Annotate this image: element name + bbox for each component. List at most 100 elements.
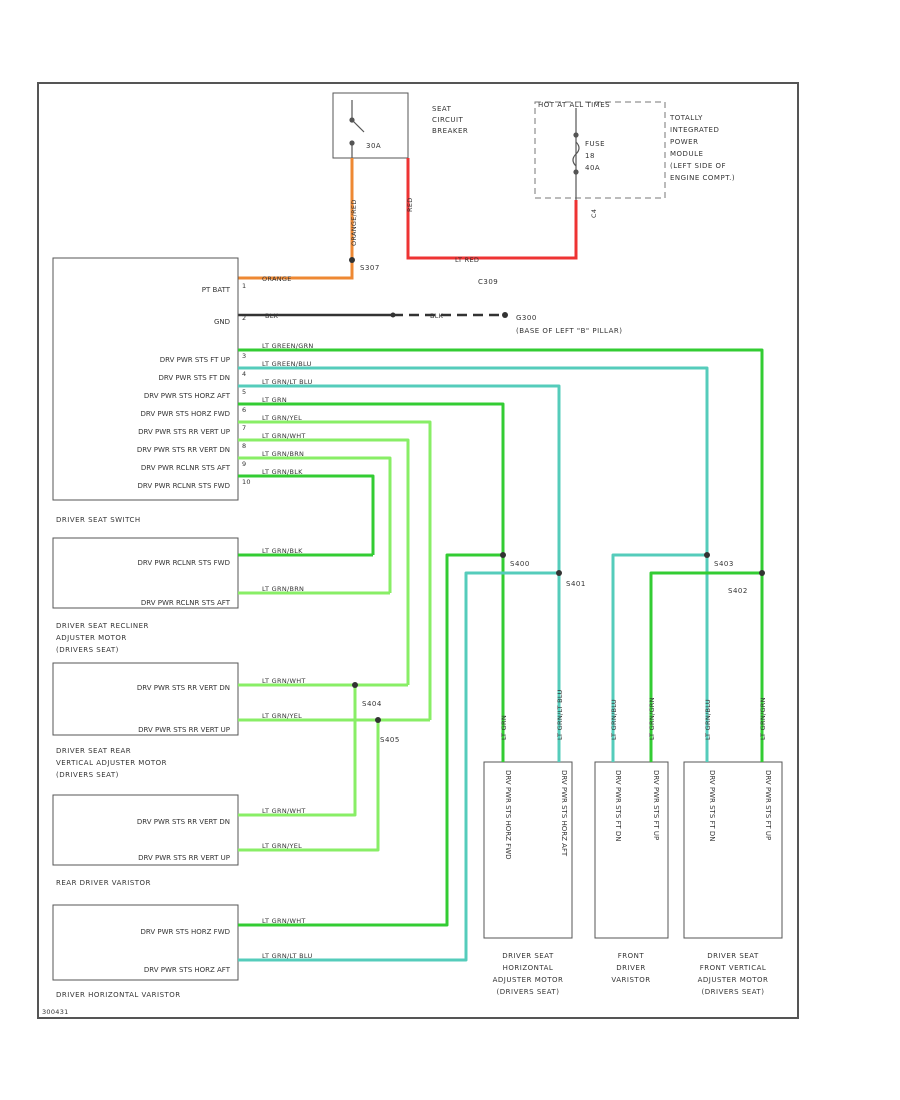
recliner-motor-box — [52, 537, 239, 609]
wire-rear-varistor-up — [238, 720, 380, 852]
svg-text:DRIVER SEAT: DRIVER SEAT — [707, 952, 759, 960]
svg-text:INTEGRATED: INTEGRATED — [670, 126, 719, 134]
svg-text:ADJUSTER MOTOR: ADJUSTER MOTOR — [698, 976, 769, 984]
horizontal-varistor-box — [52, 904, 239, 981]
wire-rear-varistor-dn — [238, 685, 357, 817]
wire-color-label: LT GRN — [500, 715, 508, 740]
switch-pin-label: DRV PWR STS FT DN — [158, 374, 230, 382]
component-pin-label: DRV PWR RCLNR STS AFT — [141, 599, 231, 607]
wire-color-label: LT GRN/WHT — [262, 432, 306, 440]
splice-dot — [759, 570, 765, 576]
svg-text:FUSE: FUSE — [585, 140, 605, 148]
wire-ft-dn — [238, 366, 709, 762]
switch-pin-number: 7 — [242, 424, 246, 432]
switch-pin-label: DRV PWR STS HORZ FWD — [141, 410, 231, 418]
svg-text:ADJUSTER MOTOR: ADJUSTER MOTOR — [56, 634, 127, 642]
svg-text:DRIVER SEAT RECLINER: DRIVER SEAT RECLINER — [56, 622, 149, 630]
wire-color-label: LT GRN/LT BLU — [262, 952, 313, 960]
wire-color-label: LT GRN/WHT — [262, 807, 306, 815]
wire-color-label: LT GRN/BLK — [262, 547, 303, 555]
horizontal-motor-title: DRIVER SEAT HORIZONTAL ADJUSTER MOTOR (D… — [493, 952, 563, 996]
component-pin-label: DRV PWR STS RR VERT DN — [137, 684, 230, 692]
component-pin-label: DRV PWR STS FT DN — [614, 770, 622, 842]
wire-color-label: LT GRN/YEL — [262, 712, 302, 720]
component-pin-label: DRV PWR STS HORZ FWD — [141, 928, 231, 936]
wire-color-label: LT GRN/WHT — [262, 917, 306, 925]
switch-pin-label: DRV PWR STS HORZ AFT — [144, 392, 231, 400]
svg-text:FRONT VERTICAL: FRONT VERTICAL — [700, 964, 767, 972]
rear-vertical-motor-box — [52, 662, 239, 736]
svg-text:18: 18 — [585, 152, 595, 160]
wire-color-label: LT GRN/BRN — [262, 585, 304, 593]
component-pin-label: DRV PWR STS HORZ FWD — [504, 770, 512, 860]
component-pin-label: DRV PWR STS FT DN — [708, 770, 716, 842]
horizontal-motor-box — [483, 761, 573, 939]
circuit-breaker-rating: 30A — [366, 142, 381, 150]
splice-dot — [500, 552, 506, 558]
svg-text:TOTALLY: TOTALLY — [669, 114, 703, 122]
wire-color-label: LT GRN/WHT — [262, 677, 306, 685]
component-pin-label: DRV PWR STS RR VERT UP — [138, 854, 230, 862]
splice-label: S400 — [510, 560, 530, 568]
g300-label: G300 — [516, 314, 537, 322]
wire-front-varistor-dn — [611, 553, 707, 762]
wire-horz-varistor-fwd — [238, 553, 503, 927]
circuit-breaker-box — [332, 92, 409, 159]
svg-text:(DRIVERS SEAT): (DRIVERS SEAT) — [702, 988, 765, 996]
component-pin-label: DRV PWR STS HORZ AFT — [560, 770, 568, 857]
svg-text:POWER: POWER — [670, 138, 698, 146]
switch-pin-label: DRV PWR STS RR VERT UP — [138, 428, 230, 436]
svg-text:DRIVER: DRIVER — [616, 964, 645, 972]
wire-horz-fwd — [238, 402, 505, 762]
wire-ft-up — [238, 348, 764, 762]
svg-text:(LEFT SIDE OF: (LEFT SIDE OF — [670, 162, 726, 170]
rear-varistor-pin-list: DRV PWR STS RR VERT DN DRV PWR STS RR VER… — [137, 818, 230, 862]
switch-pin-number: 3 — [242, 352, 246, 360]
wire-color-label: LT GRN/YEL — [262, 414, 302, 422]
svg-text:SEAT: SEAT — [432, 105, 452, 113]
switch-pin-label: DRV PWR RCLNR STS AFT — [141, 464, 231, 472]
switch-pin-number: 10 — [242, 478, 251, 486]
svg-text:ENGINE COMPT.): ENGINE COMPT.) — [670, 174, 735, 182]
wire-color-label: LT GRN/LT BLU — [556, 689, 564, 740]
front-vertical-motor-title: DRIVER SEAT FRONT VERTICAL ADJUSTER MOTO… — [698, 952, 769, 996]
svg-text:DRIVER SEAT REAR: DRIVER SEAT REAR — [56, 747, 131, 755]
component-pin-label: DRV PWR STS RR VERT DN — [137, 818, 230, 826]
tipm-box — [534, 101, 666, 199]
component-pin-label: DRV PWR STS FT UP — [764, 770, 772, 840]
wire-color-label: LT GRN/YEL — [262, 842, 302, 850]
fuse-label: FUSE 18 40A — [585, 140, 605, 172]
switch-pin-number: 5 — [242, 388, 246, 396]
ground-g300 — [502, 312, 508, 318]
wire-blk-label-1: BLK — [265, 312, 279, 320]
s307-label: S307 — [360, 264, 380, 272]
wire-rr-vert-up — [238, 420, 432, 720]
svg-text:(DRIVERS SEAT): (DRIVERS SEAT) — [56, 771, 119, 779]
svg-text:VERTICAL ADJUSTER MOTOR: VERTICAL ADJUSTER MOTOR — [56, 759, 167, 767]
wire-color-label: LT GRN/BLK — [262, 468, 303, 476]
switch-pin-number: 9 — [242, 460, 246, 468]
switch-pin-number: 4 — [242, 370, 246, 378]
switch-pin-number: 8 — [242, 442, 246, 450]
switch-pin-label: GND — [214, 318, 230, 326]
wire-rr-vert-dn — [238, 438, 410, 685]
hot-at-all-times-label: HOT AT ALL TIMES — [538, 101, 610, 109]
figure-id: 300431 — [42, 1008, 69, 1016]
splice-label: S401 — [566, 580, 586, 588]
wire-color-label: LT GRN/GRN — [759, 697, 767, 740]
wire-blk-label-2: BLK — [430, 312, 444, 320]
driver-seat-switch-title: DRIVER SEAT SWITCH — [56, 516, 141, 524]
splice-label: S403 — [714, 560, 734, 568]
splice-dot — [556, 570, 562, 576]
svg-text:BREAKER: BREAKER — [432, 127, 468, 135]
driver-seat-switch-box — [52, 257, 239, 501]
signal-wires — [238, 348, 764, 962]
splice-label: S405 — [380, 736, 400, 744]
rear-varistor-title: REAR DRIVER VARISTOR — [56, 879, 151, 887]
switch-pin-label: DRV PWR STS RR VERT DN — [137, 446, 230, 454]
diagram-frame — [37, 82, 799, 1019]
